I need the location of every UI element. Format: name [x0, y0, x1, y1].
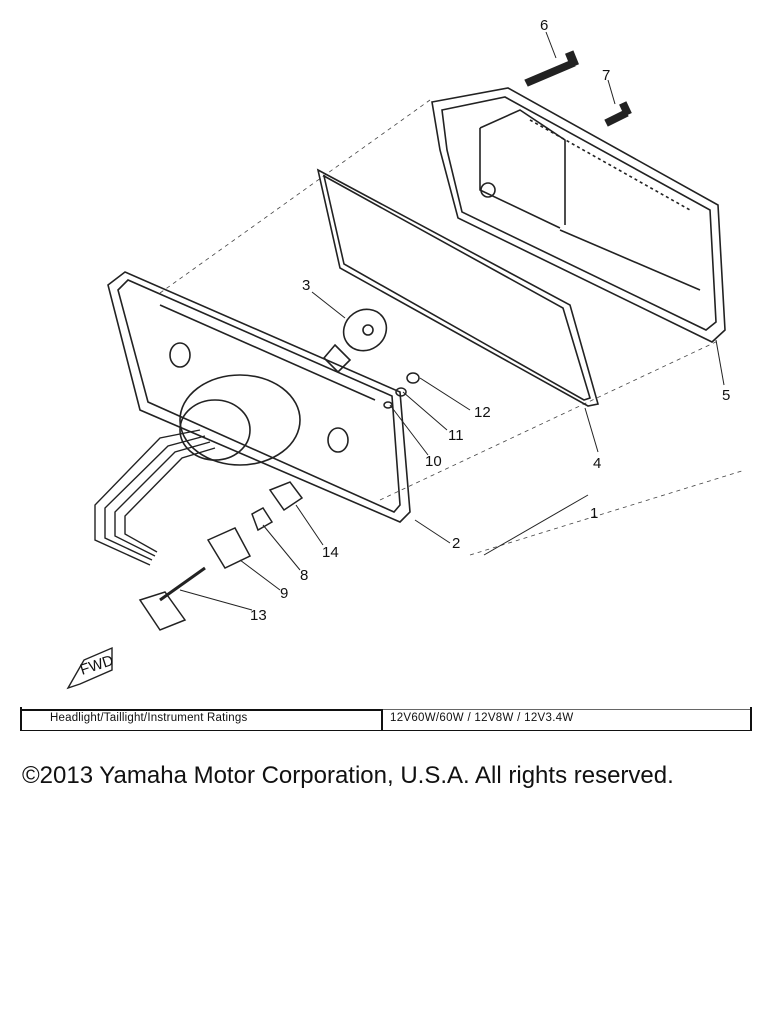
ratings-left-border — [20, 707, 22, 731]
callout-12: 12 — [474, 404, 491, 421]
callout-8: 8 — [300, 567, 308, 584]
ratings-value: 12V60W/60W / 12V8W / 12V3.4W — [390, 712, 574, 724]
callout-9: 9 — [280, 585, 288, 602]
fwd-label: FWD — [78, 652, 116, 679]
fwd-indicator: FWD — [66, 646, 116, 690]
callout-1: 1 — [590, 505, 598, 522]
callout-14: 14 — [322, 544, 339, 561]
ratings-label: Headlight/Taillight/Instrument Ratings — [50, 712, 248, 724]
screws-top — [524, 50, 632, 127]
ratings-right-border — [750, 707, 752, 731]
ratings-top-border-right — [382, 709, 752, 710]
ratings-top-border — [20, 709, 382, 711]
wiring-harness — [94, 429, 216, 566]
bulb — [322, 308, 388, 374]
callout-13: 13 — [250, 607, 267, 624]
callout-4: 4 — [593, 455, 601, 472]
callout-10: 10 — [425, 453, 442, 470]
alignment-lines — [159, 99, 746, 556]
callout-5: 5 — [722, 387, 730, 404]
callout-labels: 1 2 3 4 5 6 7 8 9 10 11 12 13 14 — [250, 17, 730, 624]
callout-2: 2 — [452, 535, 460, 552]
callout-11: 11 — [448, 427, 464, 444]
callout-3: 3 — [302, 277, 310, 294]
leader-lines — [179, 31, 725, 611]
callout-7: 7 — [602, 67, 610, 84]
headlight-unit — [107, 271, 411, 523]
ratings-divider — [381, 709, 383, 731]
copyright-notice: ©2013 Yamaha Motor Corporation, U.S.A. A… — [22, 762, 674, 789]
headlight-exploded-diagram: FWD 1 2 3 4 5 6 7 8 9 10 11 12 13 14 — [66, 17, 746, 690]
ratings-table: Headlight/Taillight/Instrument Ratings 1… — [20, 707, 752, 731]
gasket — [316, 168, 600, 407]
mounting-hardware — [138, 372, 420, 631]
rim-housing — [431, 87, 726, 343]
callout-6: 6 — [540, 17, 548, 34]
